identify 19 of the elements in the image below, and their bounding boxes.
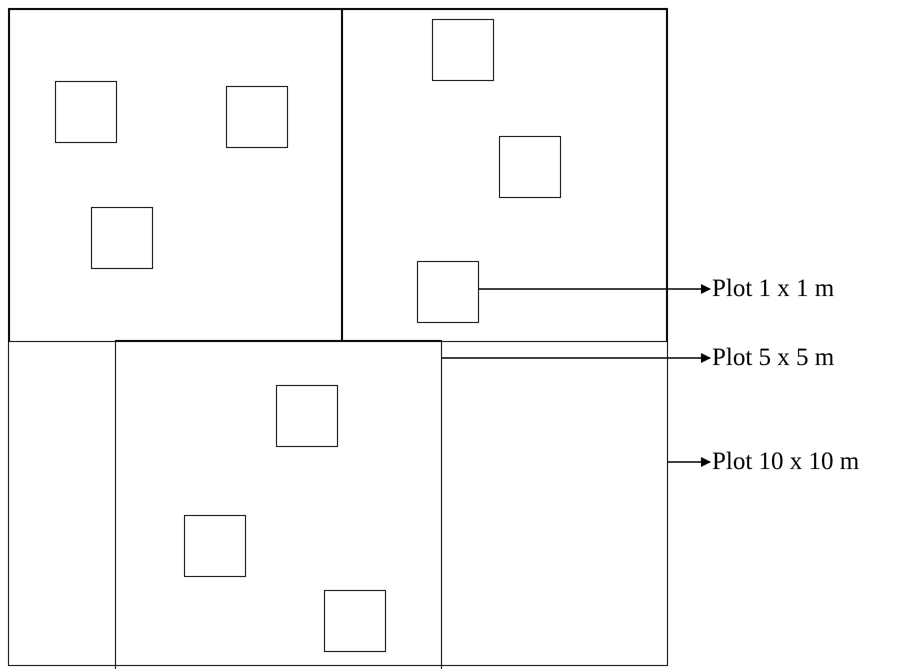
plot-boundary <box>8 8 668 666</box>
leader-arrow <box>668 457 711 467</box>
subplot-boundary <box>9 9 343 342</box>
small-plot-square <box>184 515 246 577</box>
small-plot-square <box>499 136 561 198</box>
subplot-boundary <box>341 9 667 342</box>
small-plot-square <box>432 19 494 81</box>
plot-label: Plot 1 x 1 m <box>712 274 834 304</box>
small-plot-square <box>417 261 479 323</box>
subplot-boundary <box>115 340 442 669</box>
small-plot-square <box>324 590 386 652</box>
small-plot-square <box>226 86 288 148</box>
small-plot-square <box>276 385 338 447</box>
leader-arrow <box>479 284 711 294</box>
small-plot-square <box>55 81 117 143</box>
plot-label: Plot 5 x 5 m <box>712 343 834 373</box>
leader-arrow <box>442 353 711 363</box>
plot-label: Plot 10 x 10 m <box>712 447 860 477</box>
small-plot-square <box>91 207 153 269</box>
